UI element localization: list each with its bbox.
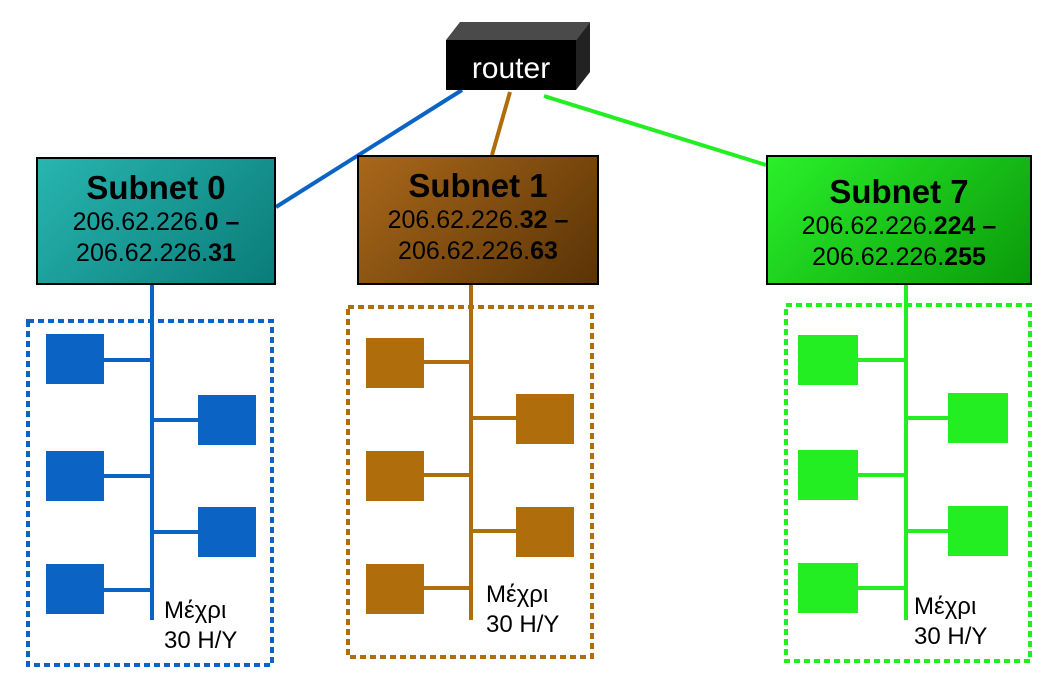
host-icon xyxy=(46,564,104,614)
host-icon xyxy=(46,451,104,501)
subnet-title: Subnet 0 xyxy=(86,169,226,206)
caption-line-2: 30 H/Y xyxy=(914,623,988,650)
caption-line-1: Μέχρι xyxy=(914,593,977,620)
router-label: router xyxy=(471,52,551,85)
host-icon xyxy=(798,335,858,385)
host-icon xyxy=(798,450,858,500)
subnet-7-host-caption: Μέχρι 30 H/Y xyxy=(914,592,987,652)
host-icon xyxy=(516,394,574,444)
host-icon xyxy=(46,334,104,384)
host-icon xyxy=(198,507,256,557)
subnet-range-end: 206.62.226.31 xyxy=(76,239,236,267)
caption-line-2: 30 H/Y xyxy=(486,611,560,638)
host-icon xyxy=(516,507,574,557)
host-icon xyxy=(366,451,424,501)
router-icon xyxy=(446,22,590,90)
host-icon xyxy=(366,564,424,614)
subnet-7-network xyxy=(784,285,1032,663)
subnet-title: Subnet 1 xyxy=(408,167,548,204)
subnet-1-host-caption: Μέχρι 30 H/Y xyxy=(486,580,559,640)
caption-line-1: Μέχρι xyxy=(164,597,227,624)
subnet-1-network xyxy=(346,285,594,659)
subnet-0-box: Subnet 0 206.62.226.0 – 206.62.226.31 xyxy=(36,157,276,285)
subnet-0-network xyxy=(26,284,274,667)
host-icon xyxy=(948,506,1008,556)
subnet-7-box: Subnet 7 206.62.226.224 – 206.62.226.255 xyxy=(766,155,1032,285)
subnet-range-start: 206.62.226.0 – xyxy=(72,208,240,236)
subnet-range-start: 206.62.226.224 – xyxy=(801,212,997,240)
uplink-subnet-1 xyxy=(490,91,512,156)
uplink-subnet-7 xyxy=(543,94,767,167)
subnet-1-box: Subnet 1 206.62.226.32 – 206.62.226.63 xyxy=(357,155,599,285)
subnet-range-end: 206.62.226.255 xyxy=(812,243,986,271)
uplink-subnet-0 xyxy=(274,88,464,209)
subnet-range-end: 206.62.226.63 xyxy=(398,237,558,265)
subnet-range-start: 206.62.226.32 – xyxy=(387,206,569,234)
caption-line-2: 30 H/Y xyxy=(164,627,238,654)
subnet-title: Subnet 7 xyxy=(829,173,969,210)
host-icon xyxy=(798,563,858,613)
host-icon xyxy=(366,338,424,388)
subnet-0-host-caption: Μέχρι 30 H/Y xyxy=(164,596,237,656)
caption-line-1: Μέχρι xyxy=(486,581,549,608)
host-icon xyxy=(948,393,1008,443)
host-icon xyxy=(198,395,256,445)
